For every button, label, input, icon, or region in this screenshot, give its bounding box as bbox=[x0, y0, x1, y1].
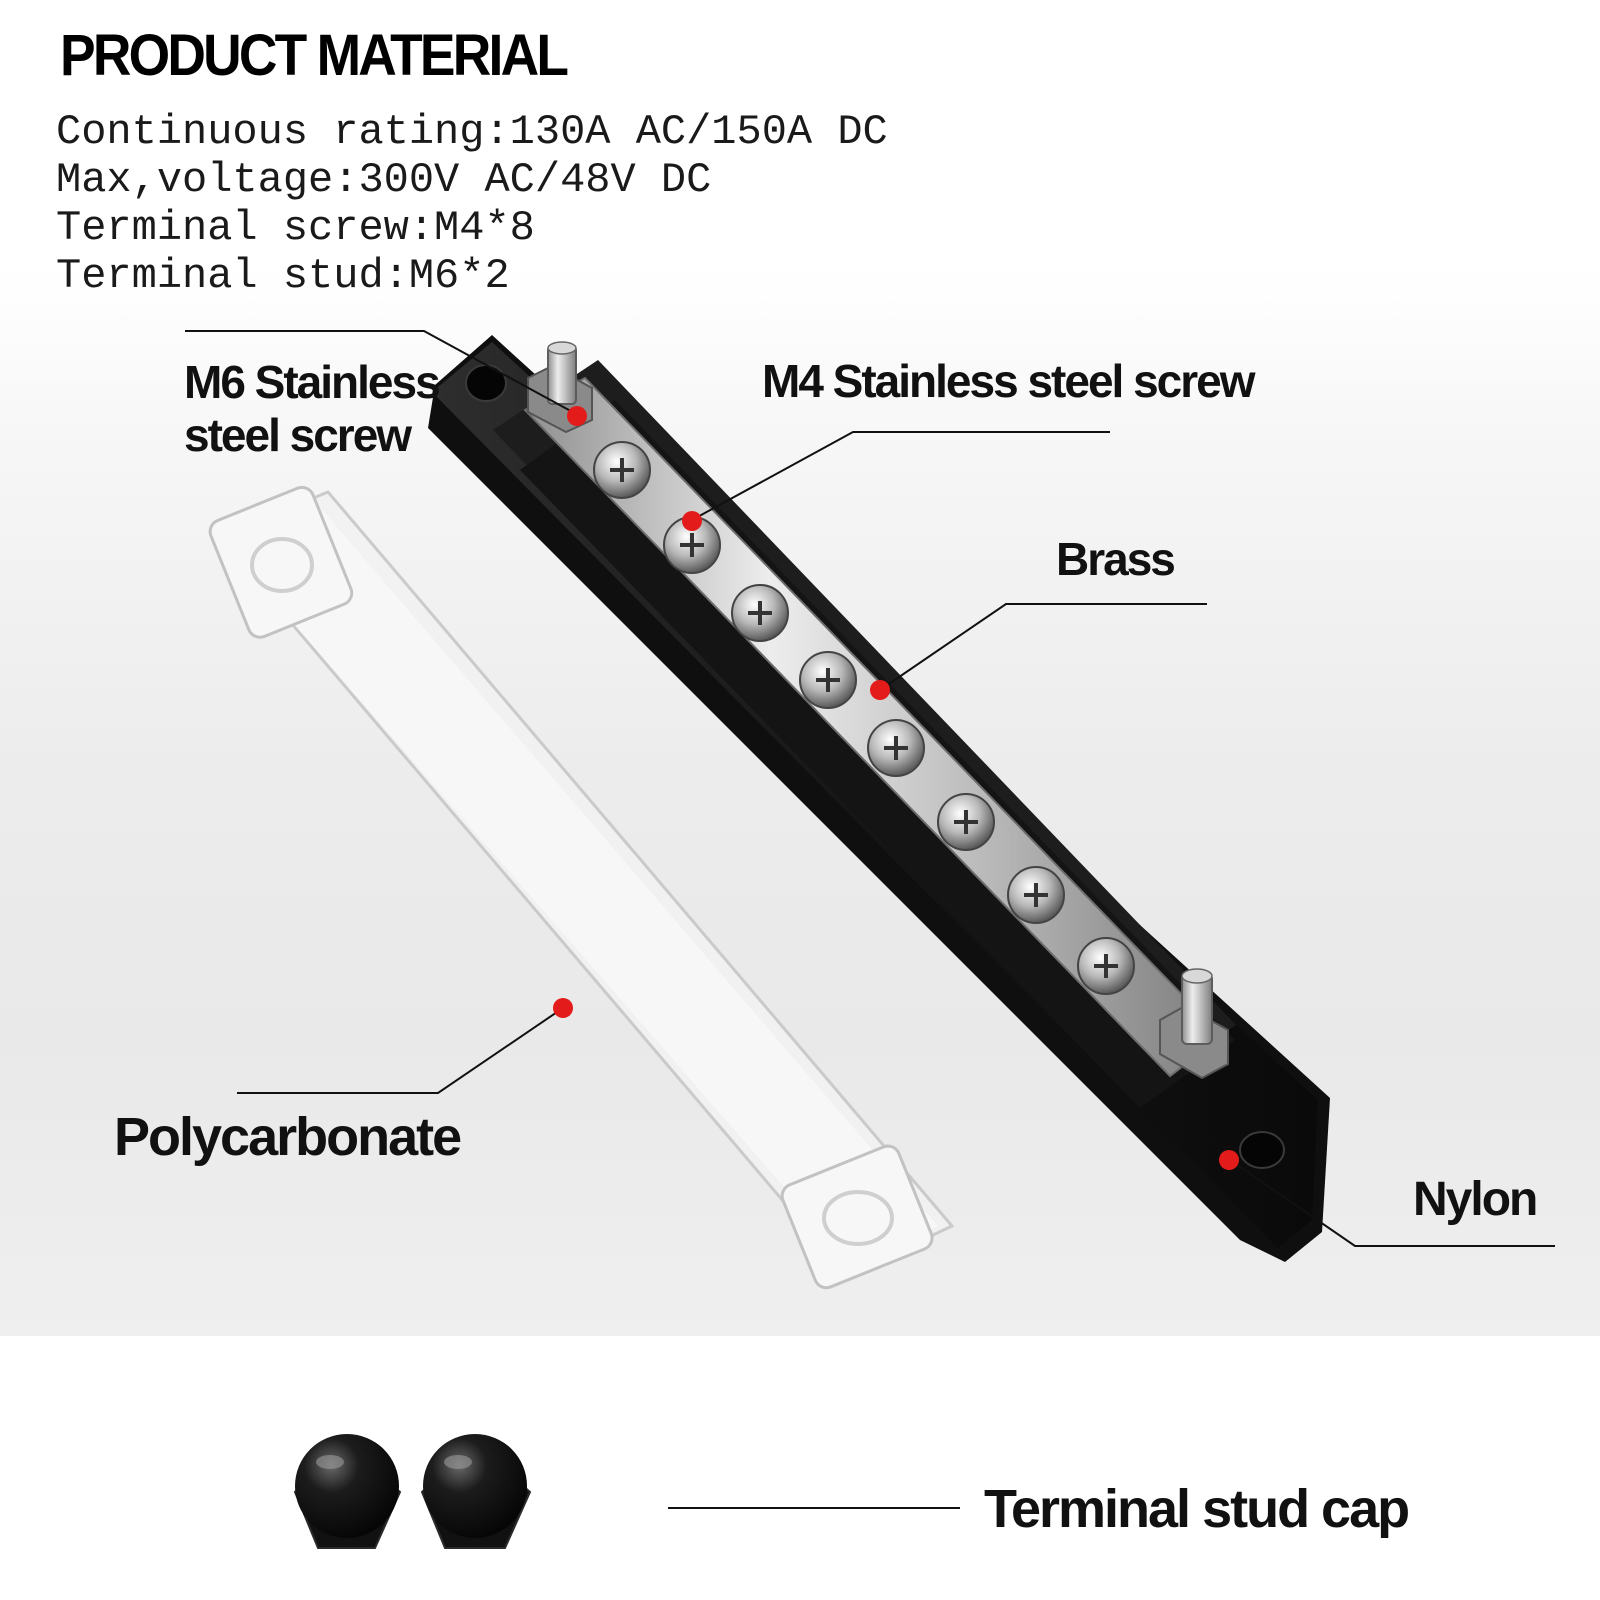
marker-poly bbox=[553, 998, 573, 1018]
polycarbonate-cover bbox=[208, 485, 955, 1290]
label-m6-stainless-steel-screw: M6 Stainless steel screw bbox=[184, 356, 441, 462]
page-title: PRODUCT MATERIAL bbox=[60, 23, 569, 88]
leader-nylon bbox=[1229, 1159, 1555, 1247]
leader-brass bbox=[879, 603, 1207, 691]
marker-nylon bbox=[1219, 1150, 1239, 1170]
leader-poly bbox=[237, 1007, 564, 1094]
m4-screw-5 bbox=[867, 719, 925, 777]
leader-m4 bbox=[691, 431, 1110, 521]
m6-stud-bottom bbox=[1159, 968, 1229, 1080]
m4-screw-2 bbox=[663, 516, 721, 574]
marker-m6 bbox=[567, 406, 587, 426]
spec-list: Continuous rating:130A AC/150A DC Max,vo… bbox=[56, 108, 888, 300]
label-m6-line-1: M6 Stainless bbox=[184, 356, 441, 408]
terminal-stud-cap-1 bbox=[293, 1434, 402, 1549]
label-m6-line-2: steel screw bbox=[184, 408, 412, 461]
spec-continuous-rating: Continuous rating:130A AC/150A DC bbox=[56, 108, 888, 156]
m4-screw-1 bbox=[593, 441, 651, 499]
marker-brass bbox=[870, 680, 890, 700]
terminal-stud-cap-2 bbox=[420, 1434, 532, 1549]
label-m4-stainless-steel-screw: M4 Stainless steel screw bbox=[762, 355, 1256, 407]
label-nylon: Nylon bbox=[1413, 1173, 1538, 1226]
m4-screw-7 bbox=[1007, 866, 1065, 924]
m4-screw-8 bbox=[1077, 937, 1135, 995]
spec-max-voltage: Max,voltage:300V AC/48V DC bbox=[56, 156, 712, 204]
callout-markers bbox=[553, 406, 1239, 1170]
spec-terminal-stud: Terminal stud:M6*2 bbox=[56, 252, 510, 300]
leader-lines bbox=[185, 330, 1555, 1509]
m4-screw-4 bbox=[799, 651, 857, 709]
marker-m4 bbox=[682, 511, 702, 531]
label-brass: Brass bbox=[1056, 533, 1176, 585]
m4-screw-6 bbox=[937, 793, 995, 851]
label-polycarbonate: Polycarbonate bbox=[114, 1107, 462, 1167]
label-terminal-stud-cap: Terminal stud cap bbox=[984, 1479, 1410, 1539]
m4-screw-row bbox=[593, 441, 1135, 995]
leader-m6 bbox=[185, 330, 579, 416]
m4-screw-3 bbox=[731, 584, 789, 642]
spec-terminal-screw: Terminal screw:M4*8 bbox=[56, 204, 535, 252]
